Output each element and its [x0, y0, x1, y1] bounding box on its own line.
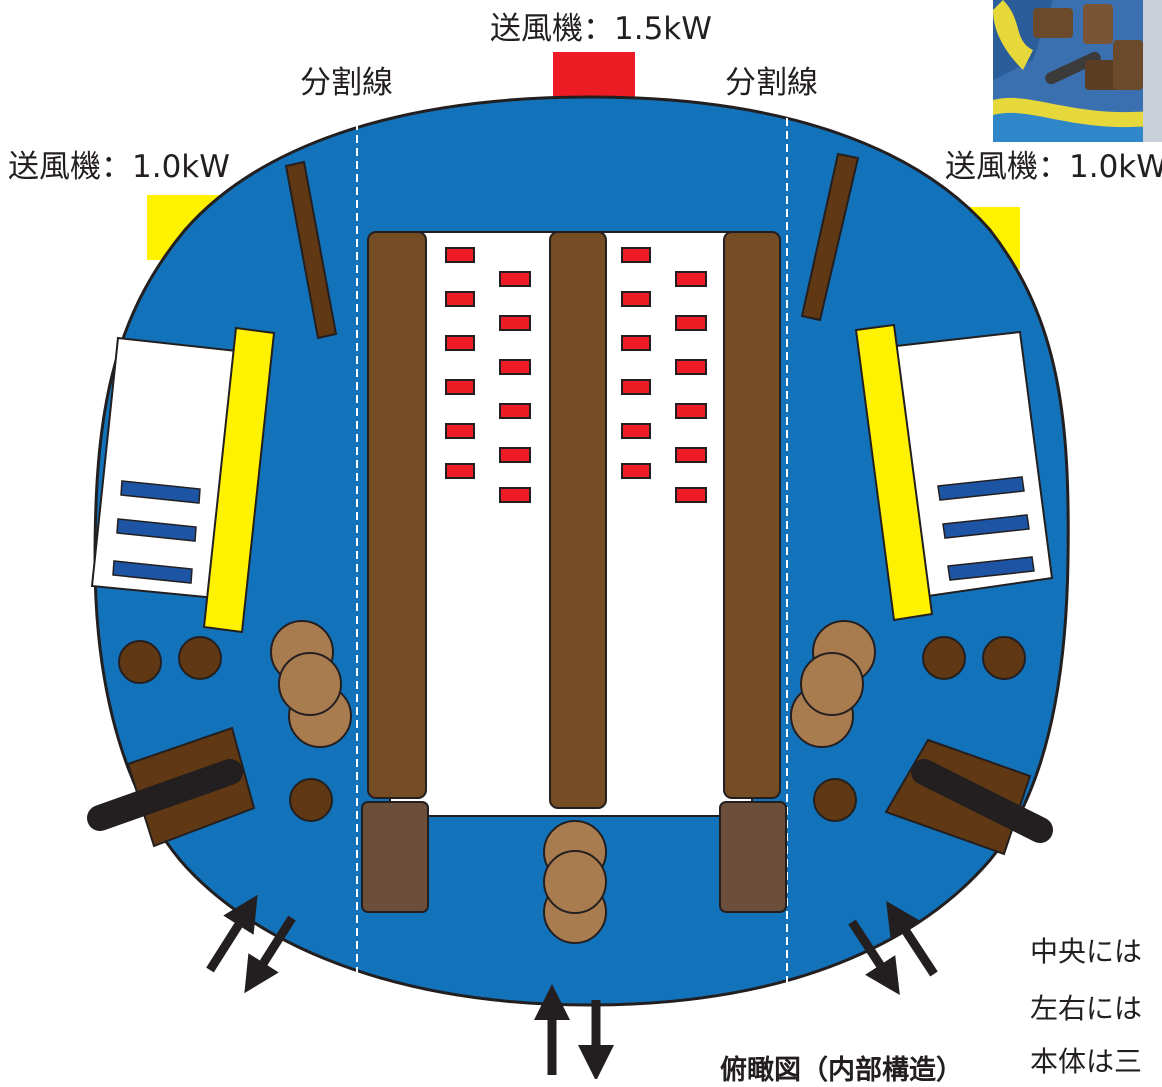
arrows-left — [206, 894, 296, 994]
blower-top-label: 送風機：1.5kW — [490, 11, 712, 47]
wood-wall-center — [549, 231, 607, 809]
diagram-caption: 俯瞰図（内部構造） — [720, 1055, 963, 1086]
note-line: 中央には — [1030, 935, 1143, 968]
divider-left-label: 分割線 — [300, 65, 393, 101]
blower-left-label: 送風機：1.0kW — [8, 149, 230, 185]
panel-stripes-left — [112, 480, 201, 584]
wood-wall-left — [367, 231, 427, 799]
note-line: 左右には — [1030, 992, 1143, 1025]
barrel-stacks — [270, 620, 876, 944]
panel-yellow-right — [854, 323, 934, 622]
blower-right-label: 送風機：1.0kW — [945, 149, 1162, 185]
arrows-center — [534, 984, 614, 1079]
panel-yellow-left — [202, 326, 276, 634]
divider-right-label: 分割線 — [725, 65, 818, 101]
small-posts — [118, 636, 1026, 822]
wood-wall-right — [723, 231, 781, 799]
block-bottom-left — [361, 801, 429, 913]
post-upper-right — [800, 152, 860, 322]
cannon-left — [87, 726, 256, 848]
cannon-right — [884, 738, 1053, 856]
post-upper-left — [284, 160, 338, 340]
arrows-right — [848, 900, 938, 996]
red-markers — [445, 247, 707, 503]
note-line: 本体は三 — [1030, 1045, 1143, 1078]
block-bottom-right — [719, 801, 787, 913]
inflatable-photo — [993, 0, 1162, 142]
panel-stripes-right — [937, 476, 1035, 581]
